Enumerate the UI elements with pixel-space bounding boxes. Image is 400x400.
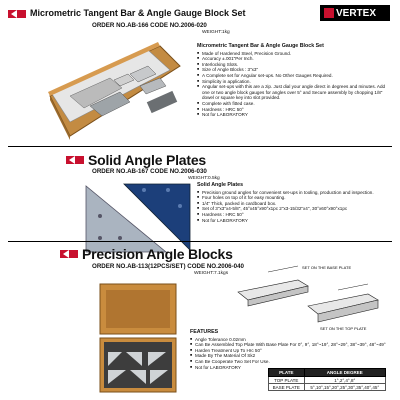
section-title-precision-angle-blocks: Precision Angle Blocks [82, 246, 233, 262]
table-cell: TOP PLATE [268, 376, 305, 384]
features-solid-angle-plates: Solid Angle Plates Precision ground angl… [197, 182, 393, 224]
feature-item: A Complete set for Angular set-ups. No O… [197, 73, 393, 79]
diagram-label: SET ON THE TOP PLATE [320, 326, 367, 331]
feature-item: Hardness : HRC 50° [197, 107, 393, 113]
feature-item: Set of 3"x3"x4-5/8", 45°x45°x90°x1pc 2"x… [197, 206, 393, 212]
order-number: ORDER NO.AB-166 CODE NO.2006-020 [92, 22, 207, 29]
feature-item: Not for LABORATORY [197, 112, 393, 118]
section-title-solid-angle-plates: Solid Angle Plates [88, 152, 207, 168]
features-title: FEATURES [190, 329, 219, 335]
feature-item: Can Be Assembled Top Plate With Base Pla… [190, 342, 392, 348]
weight-label: WEIGHT:1kg [202, 30, 230, 35]
vertex-logo: VERTEX [320, 5, 390, 21]
feature-item: Precision ground angles for convenient s… [197, 190, 393, 196]
feature-item: Angular set-ups with this are a zip. Jus… [197, 84, 393, 101]
feature-item: Made By The Material Of Sk2 [190, 353, 392, 359]
table-cell: 5°,10°,15°,20°,25°,30°,35°,40°,45° [303, 383, 387, 391]
features-title: Solid Angle Plates [197, 182, 244, 188]
diagram-label: SET ON THE BASE PLATE [302, 265, 351, 270]
section-arrow-icon [8, 10, 26, 18]
section-arrow-icon [66, 156, 84, 164]
features-title: Micrometric Tangent Bar & Angle Gauge Bl… [197, 43, 324, 49]
feature-item: Size of Angle Blocks : 3"x3" [197, 67, 393, 73]
feature-item: Made of Hardened Steel, Precision Ground… [197, 51, 393, 57]
table-header: PLATE [268, 368, 305, 377]
feature-item: Simplicity in application. [197, 79, 393, 85]
table-cell: 1°,2°,4°,8° [303, 376, 387, 384]
feature-item: Interlocking Slots. [197, 62, 393, 68]
feature-item: Not for LABORATORY [190, 365, 392, 371]
order-number: ORDER NO.AB-113(12PCS/SET) CODE NO.2006-… [92, 263, 244, 270]
section-arrow-icon [60, 250, 78, 258]
weight-label: WEIGHT:7.1kgs [194, 271, 229, 276]
features-precision-angle-blocks: FEATURES Angle Tolerance 0.02mm Can Be A… [190, 329, 392, 371]
vertex-logo-mark [324, 8, 334, 18]
table-row: BASE PLATE 5°,10°,15°,20°,25°,30°,35°,40… [268, 383, 387, 391]
table-row: TOP PLATE 1°,2°,4°,8° [268, 376, 387, 384]
section-divider [8, 241, 392, 242]
feature-item: Harden Treatment Up To Hrc 50° [190, 348, 392, 354]
section-divider [8, 146, 392, 147]
product-image-solid-angle-plates [85, 183, 191, 253]
features-tangent-bar: Micrometric Tangent Bar & Angle Gauge Bl… [197, 43, 393, 118]
angle-degree-table: PLATE ANGLE DEGREE TOP PLATE 1°,2°,4°,8°… [268, 368, 387, 391]
assembly-diagram: SET ON THE BASE PLATE SET ON THE TOP PLA… [237, 265, 379, 331]
product-image-tangent-bar-set [48, 42, 181, 140]
weight-label: WEIGHT:0.5kg [188, 176, 220, 181]
product-image-precision-angle-blocks [99, 283, 177, 393]
feature-item: Accuracy ±.001"Per Inch. [197, 56, 393, 62]
section-title-tangent-bar: Micrometric Tangent Bar & Angle Gauge Bl… [30, 8, 246, 18]
feature-item: Four holes on top of it for easy mountin… [197, 195, 393, 201]
feature-item: Angle Tolerance 0.02mm [190, 337, 392, 343]
vertex-logo-text: VERTEX [336, 7, 377, 19]
feature-item: Can Be Cooperate Two Set For Use. [190, 359, 392, 365]
table-cell: BASE PLATE [268, 383, 305, 391]
feature-item: Complete with fitted case. [197, 101, 393, 107]
table-header: ANGLE DEGREE [303, 368, 387, 377]
feature-item: 1/4" Thick, packed in cardboard box. [197, 201, 393, 207]
feature-item: Hardness : HRC 50° [197, 212, 393, 218]
feature-item: Not for LABORATORY [197, 218, 393, 224]
order-number: ORDER NO.AB-167 CODE NO.2006-030 [92, 168, 207, 175]
table-header-row: PLATE ANGLE DEGREE [268, 368, 387, 377]
